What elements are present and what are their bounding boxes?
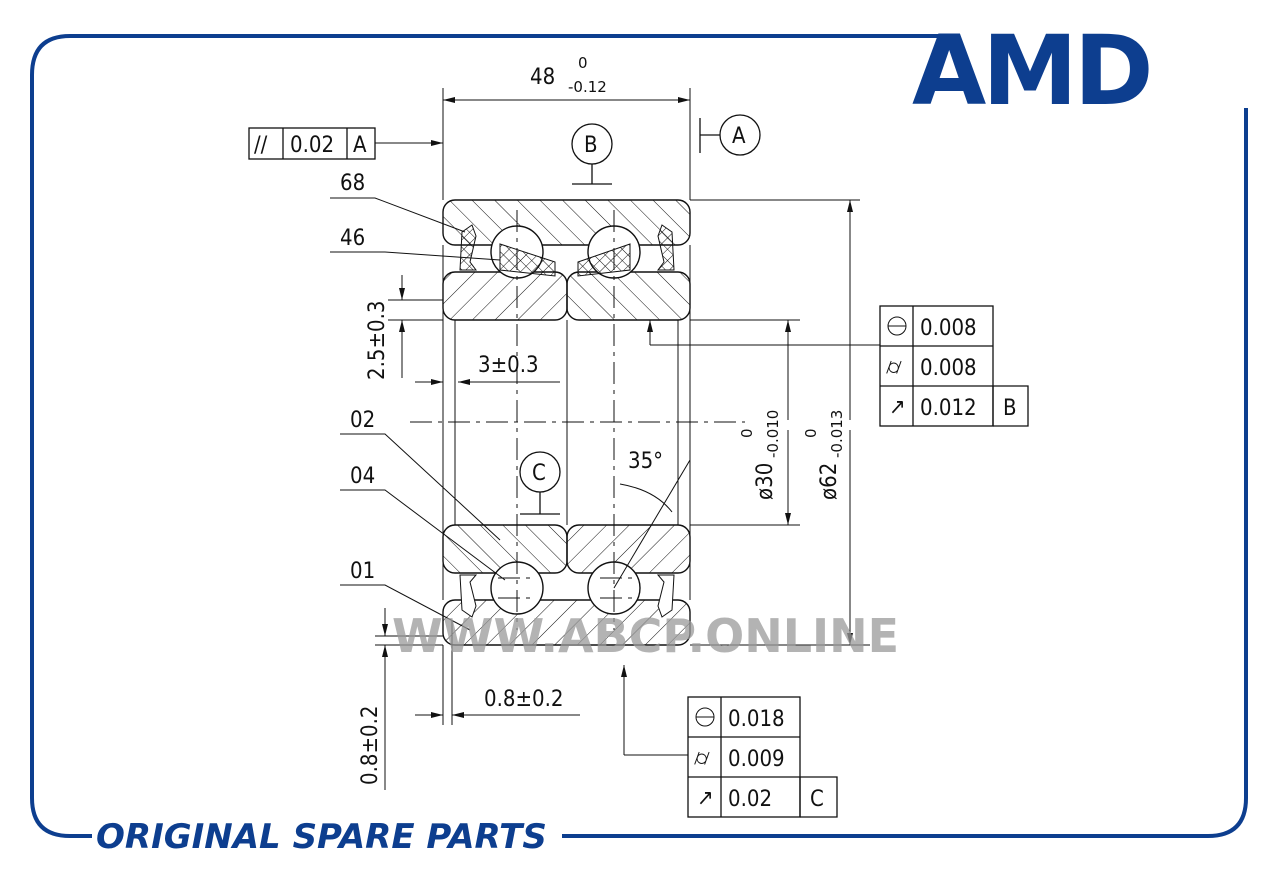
- bore-runout-datum: B: [1003, 396, 1017, 421]
- parallel-symbol: //: [254, 133, 268, 158]
- cylindricity-icon: ⌭: [694, 746, 710, 771]
- cylindricity-icon: ⌭: [886, 355, 902, 380]
- parallel-value: 0.02: [290, 133, 334, 158]
- brand-logo: AMD: [912, 15, 1150, 127]
- od-upper-tol: 0: [802, 428, 820, 438]
- od-cylindricity: 0.009: [728, 747, 785, 772]
- chamfer-radial-bottom: 0.8±0.2: [358, 705, 383, 785]
- od-runout-datum: C: [810, 787, 824, 812]
- bore-runout: 0.012: [920, 396, 977, 421]
- outer-ring-top: [442, 199, 691, 246]
- od-lower-tol: -0.013: [828, 410, 846, 458]
- inner-ring-top-right: [566, 271, 691, 321]
- od-roundness: 0.018: [728, 707, 785, 732]
- runout-icon: ↗: [697, 786, 714, 811]
- seal-bottom-right: [656, 574, 675, 618]
- cage-top-right: [577, 243, 631, 277]
- seal-top-right: [657, 224, 675, 271]
- border-frame: [30, 34, 1248, 838]
- datum-b: B: [584, 133, 598, 158]
- datum-a: A: [732, 124, 746, 149]
- bore-dimension: ø30: [753, 463, 778, 500]
- cage-top-left: [499, 243, 556, 277]
- label-04: 04: [350, 464, 375, 489]
- label-01: 01: [350, 559, 375, 584]
- parallelism-frame: // 0.02 A: [248, 127, 443, 160]
- contact-angle: 35°: [628, 449, 663, 474]
- chamfer-axial-bottom: 0.8±0.2: [484, 687, 564, 712]
- inner-ring-top-left: [442, 271, 568, 321]
- runout-icon: ↗: [889, 395, 906, 420]
- chamfer-radial-top: 2.5±0.3: [365, 300, 390, 380]
- bore-cylindricity: 0.008: [920, 356, 977, 381]
- width-upper-tol: 0: [578, 54, 588, 72]
- width-lower-tol: -0.12: [568, 78, 607, 96]
- bore-lower-tol: -0.010: [764, 410, 782, 458]
- chamfer-axial-top: 3±0.3: [478, 353, 539, 378]
- label-02: 02: [350, 408, 375, 433]
- watermark: WWW.ABCP.ONLINE: [392, 609, 899, 663]
- od-dimension: ø62: [817, 463, 842, 500]
- width-dimension: 48: [530, 65, 555, 90]
- seal-top-left: [459, 224, 477, 271]
- label-68: 68: [340, 171, 365, 196]
- od-tolerance-frame: ⌭ ↗ 0.018 0.009 0.02 C: [621, 665, 838, 818]
- od-runout: 0.02: [728, 787, 772, 812]
- bore-upper-tol: 0: [738, 428, 756, 438]
- parallel-datum: A: [353, 133, 367, 158]
- datum-c: C: [532, 461, 546, 486]
- seal-bottom-left: [459, 574, 478, 618]
- brand-slogan: ORIGINAL SPARE PARTS: [96, 817, 547, 857]
- bore-tolerance-frame: ⌭ ↗ 0.008 0.008 0.012 B: [647, 305, 1029, 427]
- part-labels: 68 46 02 04 01: [330, 171, 506, 631]
- bore-roundness: 0.008: [920, 316, 977, 341]
- label-46: 46: [340, 226, 365, 251]
